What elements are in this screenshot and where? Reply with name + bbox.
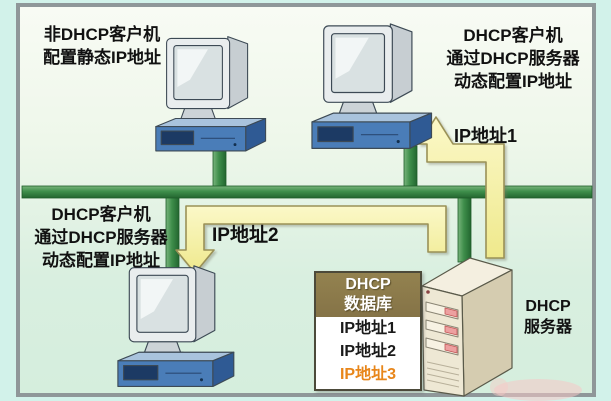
arrow-ip2 [175, 205, 447, 274]
label-dhcp-client-tr-line2: 通过DHCP服务器 [446, 49, 580, 68]
label-dhcp-client-top-right: DHCP客户机 通过DHCP服务器 动态配置IP地址 [438, 24, 588, 93]
label-dhcp-client-mid-left: DHCP客户机 通过DHCP服务器 动态配置IP地址 [18, 203, 184, 272]
label-dhcp-client-ml-line1: DHCP客户机 [51, 205, 151, 224]
network-trunk-line [21, 185, 593, 199]
client-computer-bottom-left [117, 265, 235, 388]
watermark-blob [490, 378, 582, 401]
label-non-dhcp-client-line2: 配置静态IP地址 [42, 48, 162, 67]
label-ip-address-1: IP地址1 [454, 126, 518, 146]
label-non-dhcp-client-line1: 非DHCP客户机 [43, 25, 161, 44]
label-dhcp-server: DHCP 服务器 [512, 296, 584, 338]
dhcp-database-box: DHCP 数据库 IP地址1 IP地址2 IP地址3 [314, 271, 422, 391]
label-dhcp-client-ml-line2: 通过DHCP服务器 [34, 228, 168, 247]
label-ip-address-2: IP地址2 [212, 225, 279, 246]
dhcp-database-entry-3: IP地址3 [339, 366, 397, 383]
arrow-ip1 [418, 116, 505, 259]
dhcp-database-title-line1: DHCP [345, 276, 391, 293]
dhcp-database-entry-1: IP地址1 [339, 320, 397, 337]
dhcp-database-header: DHCP 数据库 [316, 273, 420, 317]
client-computer-top-right [311, 23, 433, 149]
dhcp-server-tower [421, 257, 513, 397]
ip-assignment-arrows [175, 116, 505, 274]
label-dhcp-client-ml-line3: 动态配置IP地址 [41, 251, 161, 270]
label-dhcp-client-tr-line3: 动态配置IP地址 [453, 72, 573, 91]
label-non-dhcp-client: 非DHCP客户机 配置静态IP地址 [22, 23, 182, 69]
client-computer-top-left [155, 36, 267, 152]
label-dhcp-client-tr-line1: DHCP客户机 [463, 26, 563, 45]
dhcp-database-title-line2: 数据库 [343, 296, 392, 313]
network-drop-server [457, 191, 472, 263]
label-dhcp-server-line2: 服务器 [523, 319, 572, 336]
dhcp-database-entry-2: IP地址2 [339, 343, 397, 360]
network-lines [21, 142, 593, 277]
label-dhcp-server-line1: DHCP [525, 298, 571, 315]
